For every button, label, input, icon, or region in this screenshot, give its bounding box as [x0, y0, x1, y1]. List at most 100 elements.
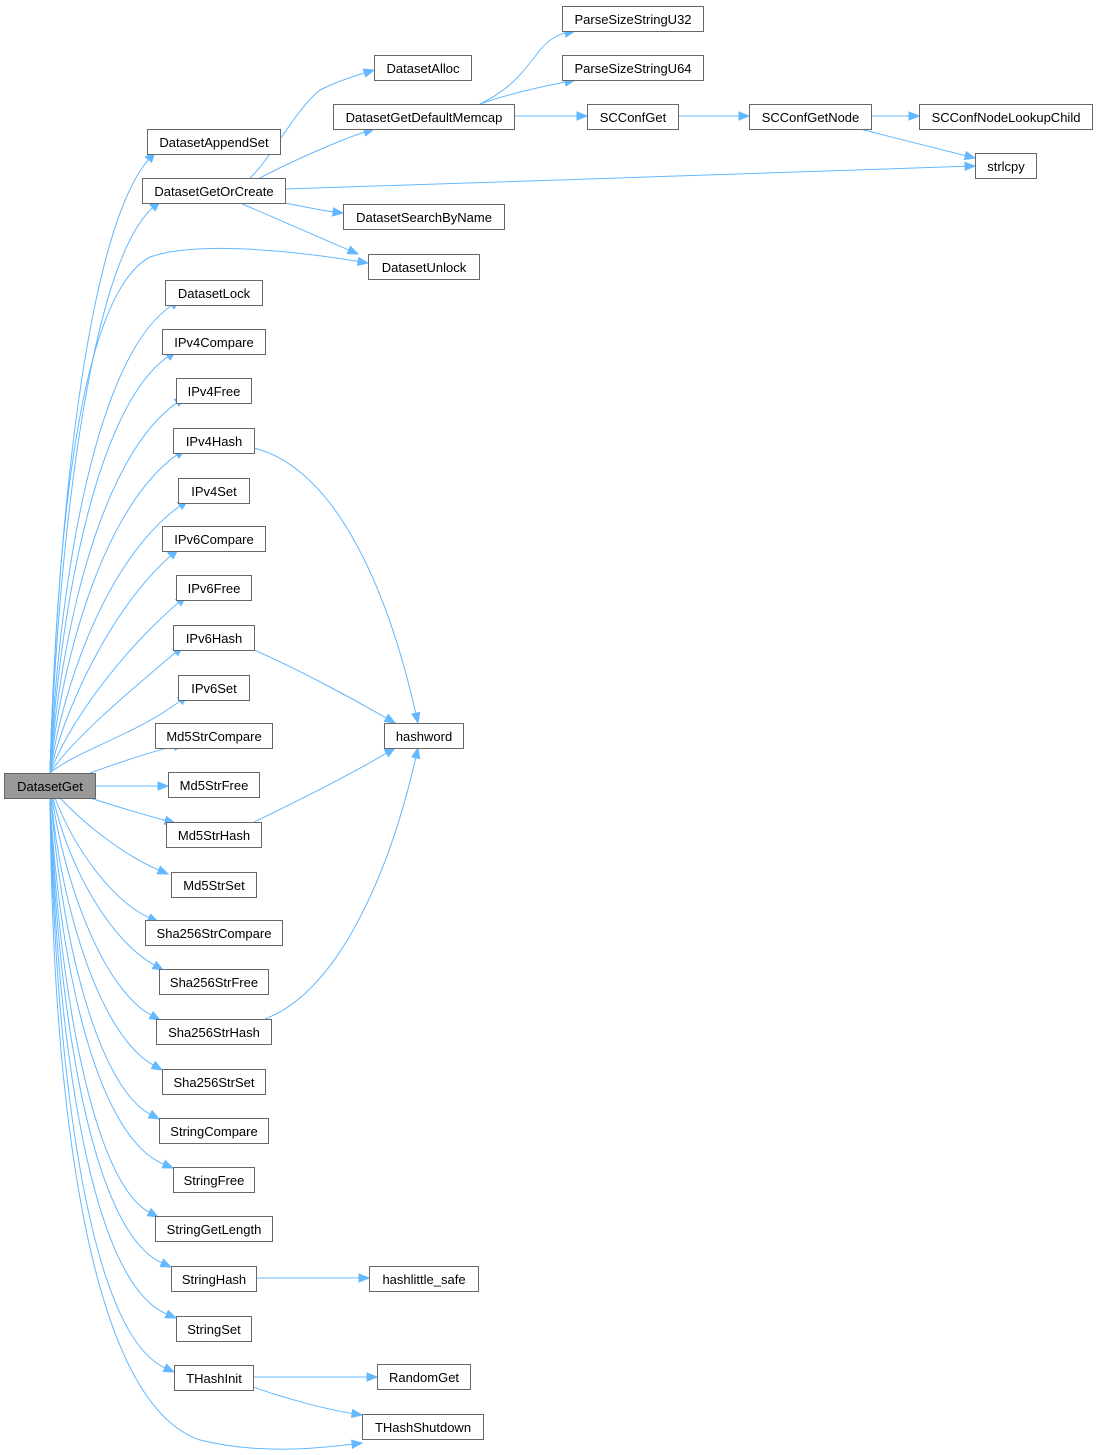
node-label[interactable]: Sha256StrFree	[170, 975, 258, 990]
node-box[interactable]	[176, 1316, 252, 1342]
node-label[interactable]: DatasetAppendSet	[159, 135, 269, 150]
node-box[interactable]	[4, 773, 96, 799]
node-DatasetSearchByName[interactable]: DatasetSearchByName	[343, 204, 505, 230]
node-label[interactable]: SCConfGet	[600, 110, 667, 125]
node-label[interactable]: ParseSizeStringU32	[574, 12, 691, 27]
node-label[interactable]: Md5StrFree	[180, 778, 249, 793]
node-label[interactable]: IPv6Set	[191, 681, 237, 696]
node-box[interactable]	[145, 920, 283, 946]
node-box[interactable]	[749, 104, 872, 130]
node-THashShutdown[interactable]: THashShutdown	[362, 1414, 484, 1440]
node-box[interactable]	[362, 1414, 484, 1440]
node-label[interactable]: DatasetAlloc	[387, 61, 460, 76]
node-label[interactable]: IPv6Free	[188, 581, 241, 596]
node-label[interactable]: Md5StrCompare	[166, 729, 261, 744]
node-label[interactable]: strlcpy	[987, 159, 1025, 174]
node-label[interactable]: ParseSizeStringU64	[574, 61, 691, 76]
node-box[interactable]	[173, 428, 255, 454]
node-label[interactable]: StringSet	[187, 1322, 241, 1337]
node-Sha256StrFree[interactable]: Sha256StrFree	[159, 969, 269, 995]
node-label[interactable]: THashShutdown	[375, 1420, 471, 1435]
node-label[interactable]: THashInit	[186, 1371, 242, 1386]
node-box[interactable]	[147, 129, 281, 155]
node-box[interactable]	[562, 55, 704, 81]
node-label[interactable]: DatasetLock	[178, 286, 251, 301]
node-label[interactable]: hashlittle_safe	[382, 1272, 465, 1287]
node-DatasetGet[interactable]: DatasetGet	[4, 773, 96, 799]
node-label[interactable]: DatasetSearchByName	[356, 210, 492, 225]
node-box[interactable]	[159, 969, 269, 995]
node-box[interactable]	[333, 104, 515, 130]
node-IPv4Compare[interactable]: IPv4Compare	[162, 329, 266, 355]
node-box[interactable]	[166, 822, 262, 848]
node-Sha256StrSet[interactable]: Sha256StrSet	[162, 1069, 266, 1095]
node-label[interactable]: DatasetGetDefaultMemcap	[346, 110, 503, 125]
node-label[interactable]: IPv6Hash	[186, 631, 242, 646]
node-box[interactable]	[374, 55, 472, 81]
node-Md5StrCompare[interactable]: Md5StrCompare	[155, 723, 273, 749]
node-RandomGet[interactable]: RandomGet	[377, 1364, 471, 1390]
node-IPv4Free[interactable]: IPv4Free	[176, 378, 252, 404]
node-THashInit[interactable]: THashInit	[174, 1365, 254, 1391]
node-IPv6Compare[interactable]: IPv6Compare	[162, 526, 266, 552]
node-StringGetLength[interactable]: StringGetLength	[155, 1216, 273, 1242]
node-IPv4Set[interactable]: IPv4Set	[178, 478, 250, 504]
node-label[interactable]: StringHash	[182, 1272, 246, 1287]
node-box[interactable]	[176, 575, 252, 601]
node-box[interactable]	[156, 1019, 272, 1045]
node-label[interactable]: Md5StrSet	[183, 878, 245, 893]
node-box[interactable]	[176, 378, 252, 404]
node-label[interactable]: Sha256StrCompare	[157, 926, 272, 941]
node-box[interactable]	[165, 280, 263, 306]
node-IPv6Hash[interactable]: IPv6Hash	[173, 625, 255, 651]
node-label[interactable]: DatasetGet	[17, 779, 83, 794]
node-box[interactable]	[587, 104, 679, 130]
node-box[interactable]	[155, 1216, 273, 1242]
node-box[interactable]	[168, 772, 260, 798]
node-label[interactable]: SCConfNodeLookupChild	[932, 110, 1081, 125]
node-Md5StrFree[interactable]: Md5StrFree	[168, 772, 260, 798]
node-label[interactable]: IPv4Compare	[174, 335, 253, 350]
node-label[interactable]: StringFree	[184, 1173, 245, 1188]
node-label[interactable]: IPv4Set	[191, 484, 237, 499]
node-StringCompare[interactable]: StringCompare	[159, 1118, 269, 1144]
node-label[interactable]: StringGetLength	[167, 1222, 262, 1237]
node-label[interactable]: IPv4Hash	[186, 434, 242, 449]
node-label[interactable]: DatasetGetOrCreate	[154, 184, 273, 199]
node-DatasetUnlock[interactable]: DatasetUnlock	[368, 254, 480, 280]
node-ParseSizeStringU64[interactable]: ParseSizeStringU64	[562, 55, 704, 81]
node-IPv4Hash[interactable]: IPv4Hash	[173, 428, 255, 454]
node-label[interactable]: SCConfGetNode	[762, 110, 860, 125]
node-label[interactable]: Sha256StrHash	[168, 1025, 260, 1040]
node-StringSet[interactable]: StringSet	[176, 1316, 252, 1342]
node-box[interactable]	[155, 723, 273, 749]
node-hashword[interactable]: hashword	[384, 723, 464, 749]
node-box[interactable]	[919, 104, 1093, 130]
node-hashlittle_safe[interactable]: hashlittle_safe	[369, 1266, 479, 1292]
node-box[interactable]	[343, 204, 505, 230]
node-DatasetAlloc[interactable]: DatasetAlloc	[374, 55, 472, 81]
node-box[interactable]	[174, 1365, 254, 1391]
node-box[interactable]	[162, 526, 266, 552]
node-box[interactable]	[142, 178, 286, 204]
node-Md5StrHash[interactable]: Md5StrHash	[166, 822, 262, 848]
node-label[interactable]: hashword	[396, 729, 452, 744]
node-box[interactable]	[369, 1266, 479, 1292]
node-DatasetAppendSet[interactable]: DatasetAppendSet	[147, 129, 281, 155]
node-strlcpy[interactable]: strlcpy	[975, 153, 1037, 179]
node-label[interactable]: Md5StrHash	[178, 828, 250, 843]
node-box[interactable]	[162, 1069, 266, 1095]
node-label[interactable]: StringCompare	[170, 1124, 257, 1139]
node-box[interactable]	[562, 6, 704, 32]
node-Md5StrSet[interactable]: Md5StrSet	[171, 872, 257, 898]
node-box[interactable]	[171, 1266, 257, 1292]
node-label[interactable]: Sha256StrSet	[174, 1075, 255, 1090]
node-label[interactable]: RandomGet	[389, 1370, 459, 1385]
node-label[interactable]: IPv6Compare	[174, 532, 253, 547]
node-DatasetLock[interactable]: DatasetLock	[165, 280, 263, 306]
node-box[interactable]	[368, 254, 480, 280]
node-StringFree[interactable]: StringFree	[173, 1167, 255, 1193]
node-DatasetGetOrCreate[interactable]: DatasetGetOrCreate	[142, 178, 286, 204]
node-SCConfGet[interactable]: SCConfGet	[587, 104, 679, 130]
node-Sha256StrCompare[interactable]: Sha256StrCompare	[145, 920, 283, 946]
